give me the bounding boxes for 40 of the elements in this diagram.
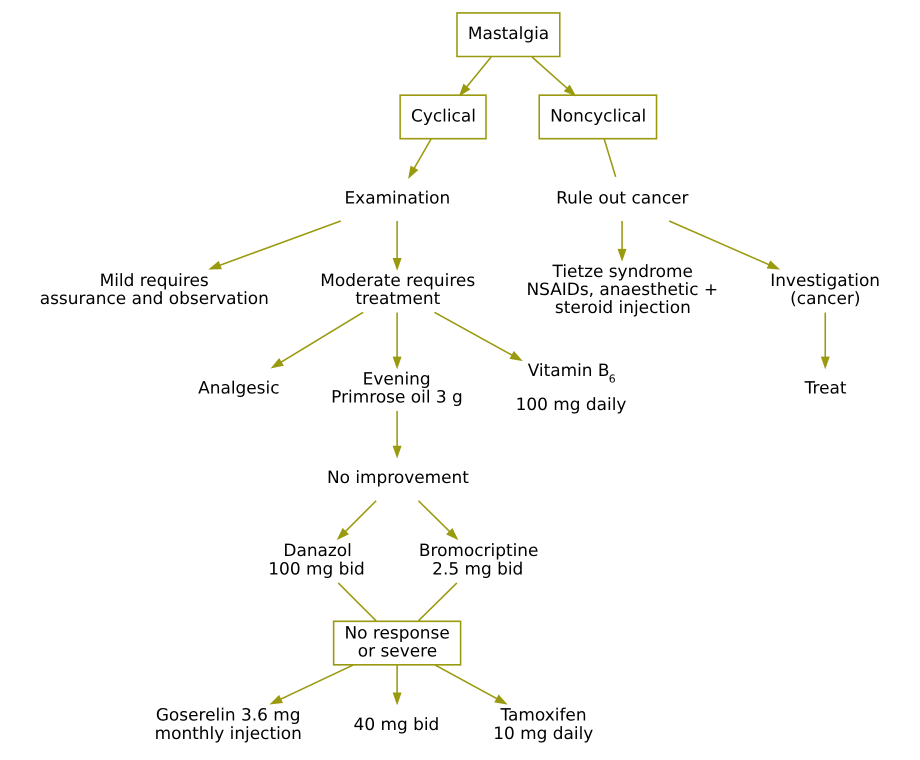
arrow: [458, 56, 492, 96]
arrow: [668, 220, 780, 270]
node-text: Treat: [804, 378, 847, 398]
node-box: Noncyclical: [538, 94, 658, 140]
node-text: Vitamin B$_{6}$ 100 mg daily: [516, 360, 626, 414]
arrow: [618, 221, 627, 262]
arrow: [531, 56, 576, 96]
arrow: [269, 664, 354, 704]
arrow: [418, 500, 458, 540]
arrow: [392, 312, 402, 370]
arrow: [392, 665, 402, 706]
node-text: Danazol 100 mg bid: [268, 540, 365, 578]
arrow: [392, 410, 402, 459]
node-text: Bromocriptine 2.5 mg bid: [418, 540, 538, 578]
arrow: [408, 138, 432, 179]
arrow: [434, 664, 508, 705]
node-text: Analgesic: [198, 378, 280, 398]
node-box: Cyclical: [399, 94, 487, 140]
node-text: Tietze syndrome NSAIDs, anaesthetic + steroid injection: [526, 260, 718, 318]
arrow: [336, 500, 377, 540]
node-box: Mastalgia: [456, 12, 561, 58]
connector: [338, 582, 377, 622]
connector: [603, 138, 616, 178]
node-text: Goserelin 3.6 mg monthly injection: [154, 704, 302, 743]
node-box: No response or severe: [332, 620, 462, 666]
node-text: 40 mg bid: [354, 714, 440, 734]
arrow: [820, 312, 830, 370]
node-text: Investigation (cancer): [770, 270, 880, 308]
node-text: Examination: [344, 188, 450, 208]
node-text: Tamoxifen 10 mg daily: [493, 704, 594, 743]
node-text: No improvement: [326, 467, 469, 488]
arrow: [434, 312, 523, 362]
node-text: Moderate requires treatment: [320, 270, 476, 308]
arrow: [208, 220, 341, 270]
node-text: Mild requires assurance and observation: [40, 270, 269, 308]
arrow: [270, 312, 364, 368]
node-text: Rule out cancer: [556, 188, 689, 208]
arrow: [392, 221, 402, 271]
connector: [418, 582, 458, 622]
node-text: Evening Primrose oil 3 g: [331, 368, 463, 407]
